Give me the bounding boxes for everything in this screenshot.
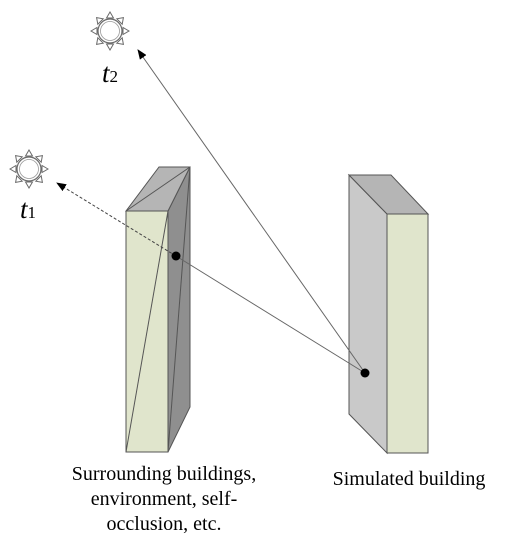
occlusion-point: [171, 251, 181, 261]
simulated-building-side-face: [348, 173, 388, 455]
simulated-caption: Simulated building: [332, 468, 486, 490]
surrounding-caption: Surrounding buildings, environment, self…: [14, 462, 314, 537]
sun-label-t2: t2: [102, 58, 118, 88]
sun-icon: [9, 149, 49, 189]
surrounding-building-front-diagonal: [125, 210, 169, 453]
surrounding-caption-line: occlusion, etc.: [106, 513, 222, 535]
surrounding-caption-line: environment, self-: [90, 488, 238, 510]
sun-label-t1-sub: 1: [28, 203, 37, 222]
sun-label-t1: t1: [20, 194, 36, 224]
surrounding-building-side-diagonal: [167, 166, 191, 453]
ray-to-occluder: [175, 255, 366, 374]
simulated-building-front-face: [386, 213, 429, 454]
surrounding-building: [125, 166, 191, 453]
simulated-building: [347, 173, 430, 455]
sun-label-t2-base: t: [102, 58, 111, 88]
surrounding-caption-line: Surrounding buildings,: [71, 463, 257, 485]
sample-point: [360, 368, 370, 378]
sun-icon: [90, 11, 130, 51]
sun-label-t2-sub: 2: [110, 67, 119, 86]
surrounding-building-top-diagonal: [125, 166, 191, 212]
ray-toward-sun-t2: [137, 49, 366, 374]
ray-blocked-toward-sun-t1: [56, 182, 177, 257]
sun-label-t1-base: t: [20, 194, 29, 224]
